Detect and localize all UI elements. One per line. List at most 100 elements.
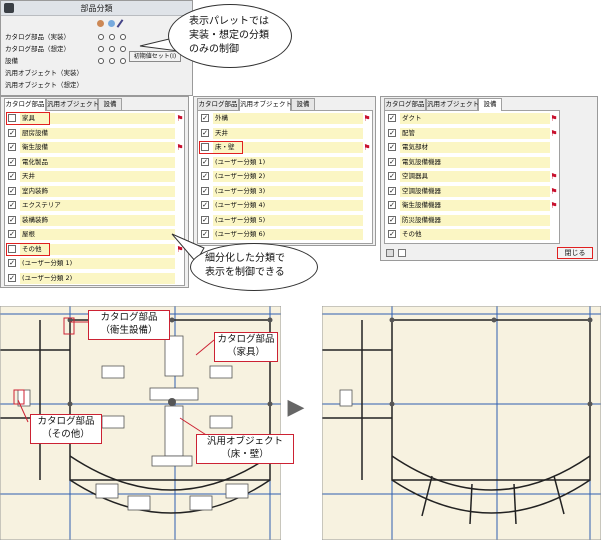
category-checkbox[interactable]: ✓ [388,215,396,224]
visibility-radio[interactable] [109,58,115,64]
category-row[interactable]: ✓(ユーザー分類 6) [201,229,372,240]
category-row[interactable]: ✓外構⚑ [201,113,372,124]
category-label: ダクト [400,113,550,124]
list-icon[interactable] [398,249,406,257]
category-row[interactable]: ✓エクステリア [8,200,185,211]
category-checkbox[interactable]: ✓ [201,172,209,180]
palette-titlebar[interactable]: 部品分類 [1,1,192,16]
tab-generic-objects[interactable]: 汎用オブジェクト [46,98,99,110]
close-button[interactable]: 閉じる [557,247,593,259]
category-row[interactable]: ✓(ユーザー分類 2) [201,171,372,182]
category-checkbox[interactable]: ✓ [8,215,16,224]
category-row[interactable]: ✓屋根 [8,229,185,240]
category-row[interactable]: ✓衛生設備⚑ [8,142,185,153]
category-checkbox[interactable]: ✓ [388,157,396,166]
category-row[interactable]: ✓(ユーザー分類 1) [201,156,372,168]
category-row[interactable]: 家具⚑ [6,112,185,125]
category-checkbox[interactable]: ✓ [201,186,209,195]
category-checkbox[interactable]: ✓ [8,273,16,282]
visibility-row: カタログ部品（実装） [5,33,70,41]
category-checkbox[interactable]: ✓ [388,201,396,209]
visibility-radio[interactable] [120,58,126,64]
category-row[interactable]: ✓配管⚑ [388,127,559,139]
category-checkbox[interactable]: ✓ [388,230,396,238]
category-checkbox[interactable]: ✓ [8,186,16,195]
category-checkbox[interactable]: ✓ [8,128,16,137]
app-icon [4,3,14,13]
visibility-radio[interactable] [98,46,104,52]
tab-catalog-parts[interactable]: カタログ部品 [384,98,426,110]
category-row[interactable]: ✓天井 [201,127,372,139]
flag-icon: ⚑ [176,244,184,254]
people-icon [108,20,115,27]
visibility-radio[interactable] [120,46,126,52]
category-checkbox[interactable]: ✓ [8,201,16,209]
reset-defaults-button[interactable]: 初期値セット(I) [129,51,181,62]
category-row[interactable]: ✓ 室内装飾 [8,185,185,197]
category-row[interactable]: ✓空調設備機器⚑ [388,185,559,197]
category-checkbox[interactable] [201,143,209,151]
tab-catalog-parts[interactable]: カタログ部品 [4,98,46,111]
callout-line: カタログ部品 [37,416,95,427]
category-label: 室内装飾 [20,185,175,197]
category-checkbox[interactable]: ✓ [201,114,209,122]
category-row[interactable]: ✓電気設備機器 [388,156,559,168]
category-checkbox[interactable]: ✓ [388,114,396,122]
category-row[interactable]: ✓(ユーザー分類 3) [201,185,372,197]
visibility-radio[interactable] [98,58,104,64]
visibility-radio[interactable] [109,46,115,52]
category-row[interactable]: ✓空調器具⚑ [388,171,559,182]
category-row[interactable]: ✓ダクト⚑ [388,113,559,124]
category-checkbox[interactable]: ✓ [8,259,16,267]
category-checkbox[interactable]: ✓ [8,143,16,151]
category-checkbox[interactable]: ✓ [201,215,209,224]
tab-equipment[interactable]: 設備 [478,98,502,111]
category-checkbox[interactable]: ✓ [201,128,209,137]
tab-generic-objects[interactable]: 汎用オブジェクト [426,98,479,110]
category-row[interactable]: ✓厨房設備 [8,127,185,139]
visibility-radio[interactable] [109,34,115,40]
category-checkbox[interactable]: ✓ [388,128,396,137]
catalog-parts-panel: カタログ部品 汎用オブジェクト 設備 家具⚑ ✓厨房設備 ✓衛生設備⚑ ✓電化製品 ✓天… [0,96,189,288]
category-row[interactable]: ✓装構装飾 [8,214,185,226]
category-checkbox[interactable]: ✓ [201,157,209,166]
category-checkbox[interactable]: ✓ [201,230,209,238]
tab-generic-objects[interactable]: 汎用オブジェクト [239,98,292,111]
visibility-row: 設備 [5,57,18,65]
settings-icon[interactable] [386,249,394,257]
visibility-radio[interactable] [98,34,104,40]
category-checkbox[interactable]: ✓ [201,201,209,209]
callout-line: カタログ部品 [217,334,275,345]
category-checkbox[interactable]: ✓ [8,157,16,166]
category-checkbox[interactable] [8,244,16,253]
category-row[interactable]: ✓天井 [8,171,185,182]
category-row[interactable]: ✓(ユーザー分類 4) [201,200,372,211]
category-row[interactable]: ✓防災設備機器 [388,214,559,226]
category-row[interactable]: ✓衛生設備機器⚑ [388,200,559,211]
category-checkbox[interactable] [8,114,16,122]
category-row[interactable]: その他⚑ [6,242,185,256]
tab-equipment[interactable]: 設備 [291,98,315,110]
tab-equipment[interactable]: 設備 [98,98,122,110]
category-row[interactable]: ✓電気部材 [388,142,559,153]
note-line: 実装・想定の分類 [189,30,269,41]
category-row[interactable]: ✓電化製品 [8,156,185,168]
visibility-header-icons [97,19,137,29]
panel-tabs: カタログ部品 汎用オブジェクト 設備 [4,98,184,111]
panel-tabs: カタログ部品 汎用オブジェクト 設備 [384,98,594,111]
category-checkbox[interactable]: ✓ [388,172,396,180]
category-row[interactable]: ✓(ユーザー分類 5) [201,214,372,226]
category-checkbox[interactable]: ✓ [8,172,16,180]
category-checkbox[interactable]: ✓ [8,230,16,238]
tab-catalog-parts[interactable]: カタログ部品 [197,98,239,110]
note-bubble-palette: 表示パレットでは 実装・想定の分類 のみの制御 [168,4,292,68]
category-row[interactable]: ✓(ユーザー分類 2) [8,272,185,284]
category-checkbox[interactable]: ✓ [388,143,396,151]
visibility-radio[interactable] [120,34,126,40]
category-row[interactable]: ✓その他 [388,229,559,240]
category-label: 配管 [400,127,550,139]
category-checkbox[interactable]: ✓ [388,186,396,195]
category-row[interactable]: 床・壁⚑ [199,141,372,154]
category-row[interactable]: ✓(ユーザー分類 1) [8,258,185,269]
flag-icon: ⚑ [550,201,558,210]
